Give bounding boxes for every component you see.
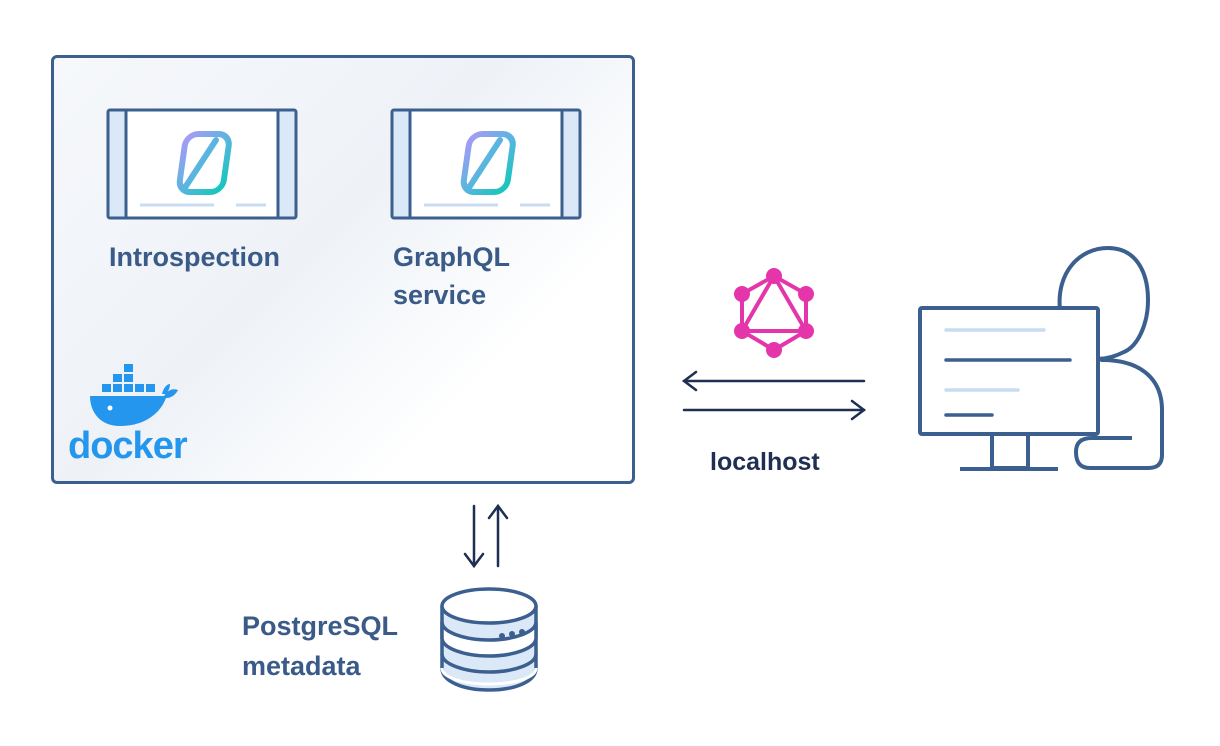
postgresql-label-line-2: metadata	[242, 651, 361, 681]
introspection-label: Introspection	[109, 238, 280, 276]
graphql-service-label: GraphQL service	[393, 238, 510, 314]
graphql-logo-icon	[734, 268, 814, 358]
stepzen-logo-icon	[460, 131, 516, 195]
localhost-label: localhost	[710, 448, 820, 476]
database-arrows-icon	[463, 503, 509, 569]
localhost-arrows-icon	[681, 370, 867, 421]
stepzen-logo-icon	[176, 131, 232, 195]
graphql-service-label-line-1: GraphQL	[393, 242, 511, 272]
postgresql-label-line-1: PostgreSQL	[242, 611, 399, 641]
introspection-window-icon	[106, 108, 298, 220]
docker-whale-icon	[90, 364, 178, 426]
database-icon	[440, 587, 538, 692]
docker-wordmark: docker	[68, 425, 188, 467]
graphql-service-window-icon	[390, 108, 582, 220]
user-at-computer-icon	[918, 246, 1164, 471]
introspection-label-line: Introspection	[109, 242, 281, 272]
postgresql-label: PostgreSQL metadata	[242, 606, 398, 686]
graphql-service-label-line-2: service	[393, 280, 487, 310]
